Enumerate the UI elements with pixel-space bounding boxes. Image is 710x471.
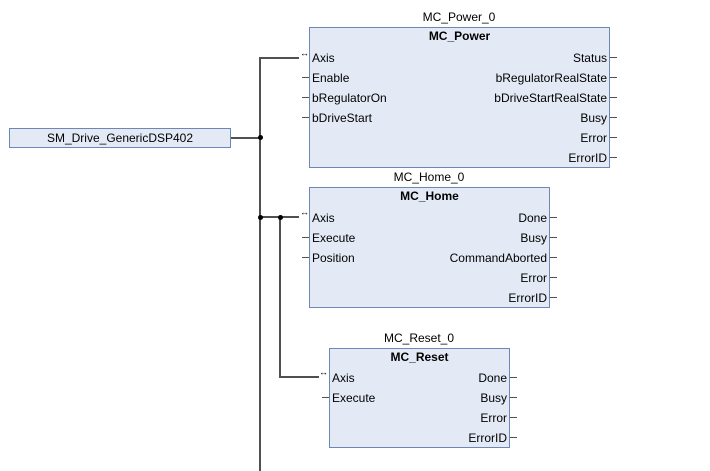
input-stub <box>302 117 309 118</box>
input-pin[interactable]: Position <box>312 251 355 265</box>
output-pin[interactable]: Busy <box>580 111 607 125</box>
junction-dot <box>258 135 263 140</box>
wire-power-axis <box>259 57 299 59</box>
wire-variable-out <box>231 137 261 139</box>
output-stub <box>610 157 617 158</box>
ref-arrow-icon: ↔ <box>300 48 309 58</box>
power-instance-name[interactable]: MC_Power_0 <box>422 10 496 24</box>
output-pin[interactable]: Error <box>580 131 607 145</box>
output-stub <box>550 237 557 238</box>
input-stub <box>302 257 309 258</box>
output-pin[interactable]: bDriveStartRealState <box>494 91 607 105</box>
output-stub <box>510 397 517 398</box>
input-pin[interactable]: bRegulatorOn <box>312 91 387 105</box>
output-pin[interactable]: Error <box>480 411 507 425</box>
home-instance-name[interactable]: MC_Home_0 <box>393 170 465 184</box>
axis-variable-name: SM_Drive_GenericDSP402 <box>46 131 194 145</box>
input-stub <box>302 97 309 98</box>
input-pin[interactable]: Execute <box>312 231 356 245</box>
wire-reset-vertical <box>279 216 281 378</box>
input-pin[interactable]: bDriveStart <box>312 111 373 125</box>
output-pin[interactable]: ErrorID <box>568 151 607 165</box>
input-stub <box>302 237 309 238</box>
input-pin[interactable]: Axis <box>312 211 335 225</box>
input-pin[interactable]: Enable <box>312 71 350 85</box>
output-stub <box>550 257 557 258</box>
output-pin[interactable]: CommandAborted <box>449 251 547 265</box>
output-stub <box>610 117 617 118</box>
wire-reset-axis <box>279 376 319 378</box>
output-stub <box>510 377 517 378</box>
output-stub <box>550 217 557 218</box>
output-stub <box>610 137 617 138</box>
block-type: MC_Home <box>400 189 459 203</box>
input-pin[interactable]: Execute <box>332 391 376 405</box>
output-pin[interactable]: Error <box>520 271 547 285</box>
ref-arrow-icon: ↔ <box>319 367 328 377</box>
mc-power-block[interactable]: MC_Power Axis Enable bRegulatorOn bDrive… <box>309 27 610 168</box>
output-stub <box>610 97 617 98</box>
reset-instance-name[interactable]: MC_Reset_0 <box>383 331 455 345</box>
output-stub <box>510 417 517 418</box>
output-pin[interactable]: ErrorID <box>468 431 507 445</box>
block-type: MC_Reset <box>390 350 449 364</box>
output-pin[interactable]: Done <box>478 371 507 385</box>
output-stub <box>610 77 617 78</box>
block-type: MC_Power <box>428 29 491 43</box>
output-pin[interactable]: Done <box>518 211 547 225</box>
junction-dot <box>278 215 283 220</box>
output-pin[interactable]: bRegulatorRealState <box>495 71 607 85</box>
axis-variable-box[interactable]: SM_Drive_GenericDSP402 <box>9 128 231 148</box>
wire-main-vertical <box>259 57 261 471</box>
input-stub <box>302 77 309 78</box>
output-pin[interactable]: ErrorID <box>508 291 547 305</box>
output-pin[interactable]: Busy <box>520 231 547 245</box>
output-stub <box>510 437 517 438</box>
mc-home-block[interactable]: MC_Home Axis Execute Position Done Busy … <box>309 187 550 308</box>
output-pin[interactable]: Status <box>572 51 607 65</box>
input-pin[interactable]: Axis <box>312 51 335 65</box>
input-pin[interactable]: Axis <box>332 371 355 385</box>
output-stub <box>550 297 557 298</box>
output-stub <box>610 57 617 58</box>
input-stub <box>322 397 329 398</box>
mc-reset-block[interactable]: MC_Reset Axis Execute Done Busy Error Er… <box>329 348 510 448</box>
output-stub <box>550 277 557 278</box>
junction-dot <box>258 215 263 220</box>
output-pin[interactable]: Busy <box>480 391 507 405</box>
ref-arrow-icon: ↔ <box>300 207 309 217</box>
